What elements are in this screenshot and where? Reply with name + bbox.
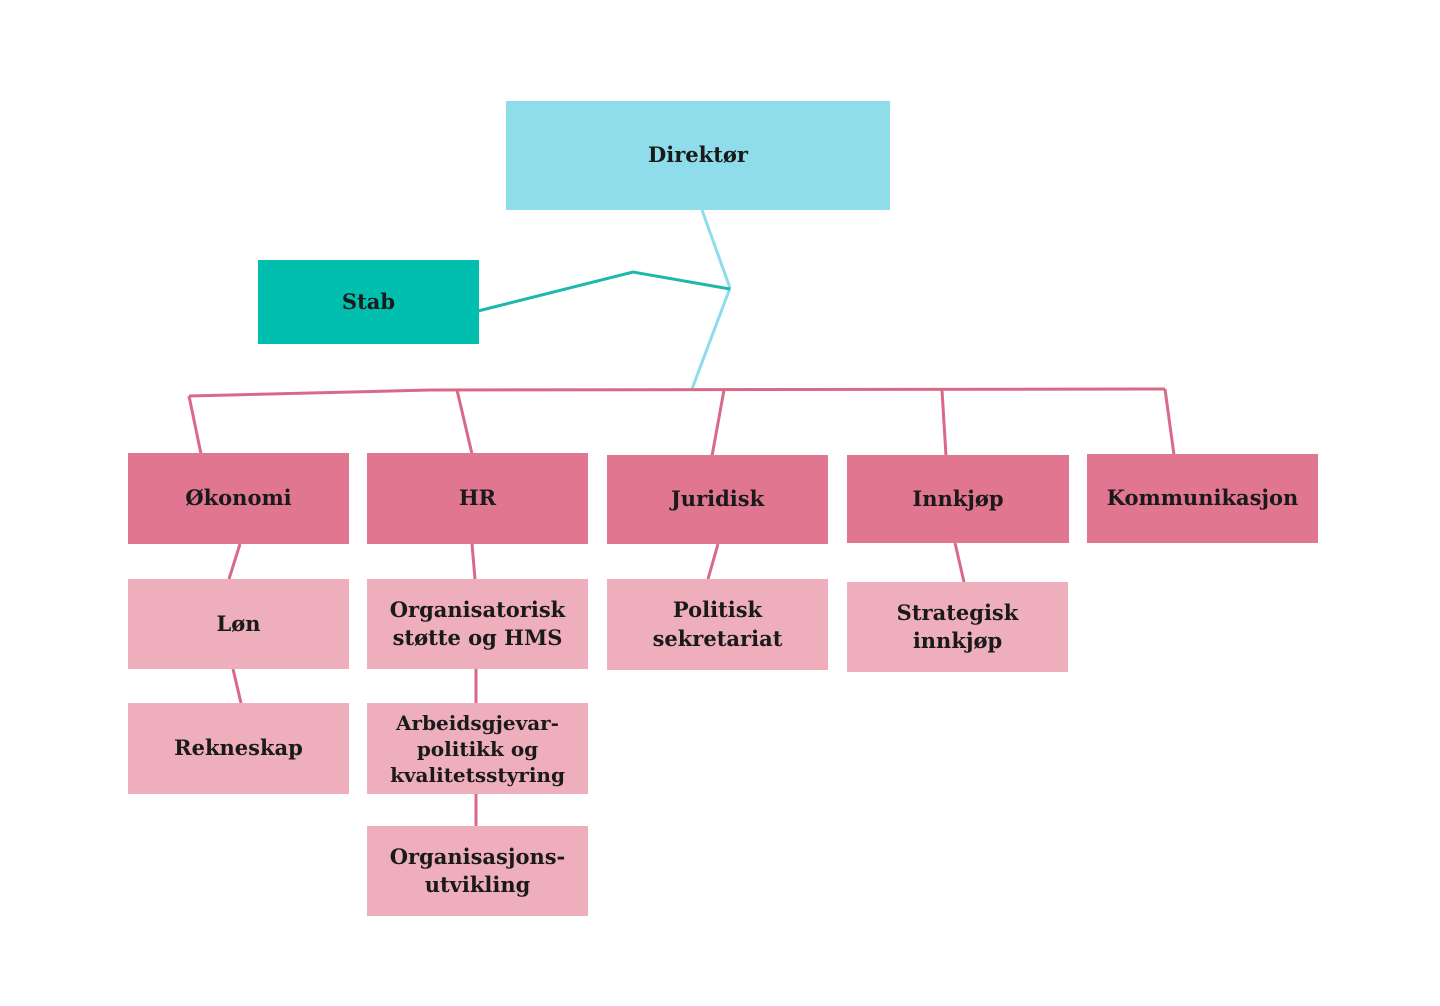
unit-label: Organisatorisk støtte og HMS bbox=[389, 596, 566, 650]
connector-okonomi bbox=[187, 395, 203, 455]
connector-innkjop bbox=[940, 389, 948, 457]
connector-director bbox=[690, 209, 732, 390]
director-label: Direktør bbox=[648, 142, 748, 168]
unit-organisasjonsutvikling: Organisasjons- utvikling bbox=[367, 826, 588, 916]
connector-kommunikasjon bbox=[1163, 388, 1176, 456]
department-label: HR bbox=[458, 485, 497, 511]
unit-label: Politisk sekretariat bbox=[652, 597, 783, 651]
department-label: Juridisk bbox=[670, 486, 765, 512]
staff-label: Stab bbox=[341, 288, 396, 314]
connector-juridisk-politisk bbox=[706, 543, 720, 580]
unit-label: Rekneskap bbox=[174, 735, 303, 761]
staff-box: Stab bbox=[258, 260, 479, 344]
department-label: Kommunikasjon bbox=[1106, 485, 1299, 511]
department-innkjop: Innkjøp bbox=[847, 455, 1069, 543]
connector-hr-hms bbox=[470, 543, 477, 580]
unit-label: Løn bbox=[216, 610, 261, 636]
unit-politisk-sekretariat: Politisk sekretariat bbox=[607, 579, 828, 670]
unit-label: Arbeidsgjevar- politikk og kvalitetsstyr… bbox=[390, 710, 565, 787]
connector-lon-rekneskap bbox=[231, 668, 243, 704]
unit-organisatorisk-stotte: Organisatorisk støtte og HMS bbox=[367, 579, 588, 669]
department-kommunikasjon: Kommunikasjon bbox=[1087, 454, 1318, 543]
department-label: Økonomi bbox=[185, 485, 292, 511]
department-juridisk: Juridisk bbox=[607, 455, 828, 544]
department-hr: HR bbox=[367, 453, 588, 544]
connector-innkjop-strategisk bbox=[953, 542, 966, 583]
unit-label: Strategisk innkjøp bbox=[896, 599, 1019, 653]
department-okonomi: Økonomi bbox=[128, 453, 349, 544]
department-label: Innkjøp bbox=[912, 485, 1004, 511]
unit-label: Organisasjons- utvikling bbox=[389, 843, 566, 897]
connector-staff bbox=[477, 270, 731, 313]
connector-okonomi-lon bbox=[227, 543, 242, 580]
unit-arbeidsgjevarpolitikk: Arbeidsgjevar- politikk og kvalitetsstyr… bbox=[367, 703, 588, 794]
connector-juridisk bbox=[710, 389, 726, 457]
unit-strategisk-innkjop: Strategisk innkjøp bbox=[847, 582, 1068, 672]
connector-department-bus bbox=[188, 387, 1166, 398]
unit-rekneskap: Rekneskap bbox=[128, 703, 349, 794]
connector-hr bbox=[455, 389, 474, 455]
director-box: Direktør bbox=[506, 101, 890, 210]
unit-lon: Løn bbox=[128, 579, 349, 669]
